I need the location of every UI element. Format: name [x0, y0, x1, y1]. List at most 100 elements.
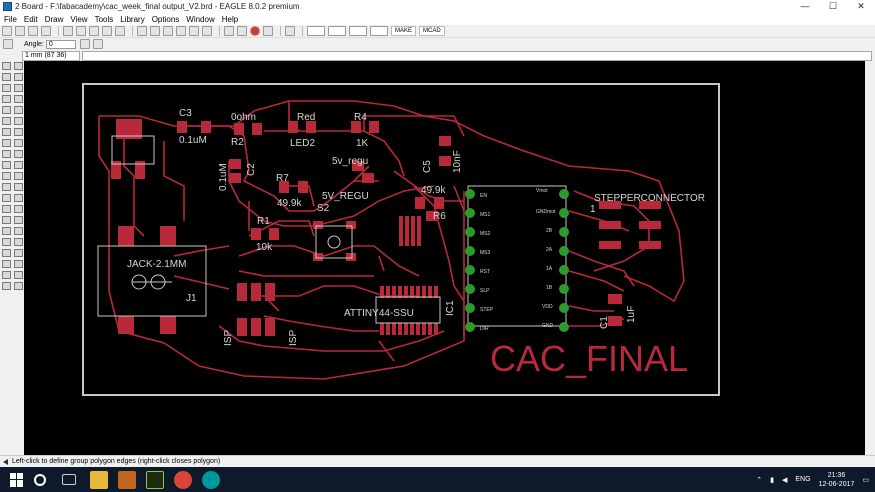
mcad-button[interactable]: MCAD	[419, 26, 445, 36]
board-icon[interactable]	[76, 26, 86, 36]
menu-draw[interactable]: Draw	[44, 14, 64, 24]
rotate-icon[interactable]	[2, 95, 11, 103]
ulp-icon[interactable]	[115, 26, 125, 36]
muse-icon[interactable]	[146, 470, 164, 489]
zoom-icon[interactable]	[14, 73, 23, 81]
signal-icon[interactable]	[14, 260, 23, 268]
layer-icon[interactable]	[89, 26, 99, 36]
file-explorer-icon[interactable]	[90, 470, 108, 489]
name-icon[interactable]	[2, 139, 11, 147]
lock-icon[interactable]	[14, 128, 23, 136]
search-icon[interactable]	[34, 473, 46, 486]
print-icon[interactable]	[28, 26, 38, 36]
mirror-tool-icon[interactable]	[14, 84, 23, 92]
split-icon[interactable]	[14, 150, 23, 158]
smd-icon[interactable]	[14, 271, 23, 279]
language-indicator[interactable]: ENG	[795, 476, 811, 483]
info-icon[interactable]	[2, 62, 11, 70]
layer-select-icon[interactable]	[3, 39, 13, 49]
angle-select[interactable]: 0	[45, 39, 76, 49]
change-icon[interactable]	[14, 117, 23, 125]
vertical-scrollbar[interactable]	[865, 61, 875, 455]
partner-logo-1-icon[interactable]	[307, 26, 325, 36]
zoom-fit-icon[interactable]	[137, 26, 147, 36]
hole-icon[interactable]	[14, 216, 23, 224]
menu-library[interactable]: Library	[120, 14, 145, 24]
eagle-taskbar-icon[interactable]	[118, 470, 136, 489]
zoom-select-icon[interactable]	[176, 26, 186, 36]
meander-icon[interactable]	[14, 161, 23, 169]
drc-icon[interactable]	[14, 249, 23, 257]
close-button[interactable]: ✕	[857, 1, 865, 11]
optimize-icon[interactable]	[2, 161, 11, 169]
erc-icon[interactable]	[2, 249, 11, 257]
partner-logo-4-icon[interactable]	[370, 26, 388, 36]
select-icon[interactable]	[2, 73, 11, 81]
show-icon[interactable]	[14, 62, 23, 70]
dimension-icon[interactable]	[14, 227, 23, 235]
maximize-button[interactable]: ☐	[828, 1, 838, 11]
menu-tools[interactable]: Tools	[94, 14, 114, 24]
volume-icon[interactable]: ◀	[782, 476, 788, 484]
show-hidden-icon[interactable]: ⌃	[756, 476, 763, 484]
paste-icon[interactable]	[2, 128, 11, 136]
value-icon[interactable]	[14, 139, 23, 147]
undo-icon[interactable]	[224, 26, 234, 36]
zoom-out-icon[interactable]	[163, 26, 173, 36]
windows-start-icon[interactable]	[10, 472, 24, 487]
menu-options[interactable]: Options	[151, 14, 180, 24]
menu-window[interactable]: Window	[186, 14, 215, 24]
help-icon[interactable]	[285, 26, 295, 36]
measure-icon[interactable]	[2, 282, 11, 290]
route-icon[interactable]	[2, 172, 11, 180]
script-icon[interactable]	[102, 26, 112, 36]
ripup-icon[interactable]	[14, 172, 23, 180]
polygon-icon[interactable]	[14, 205, 23, 213]
network-icon[interactable]: ▮	[770, 476, 774, 484]
menu-help[interactable]: Help	[221, 14, 239, 24]
wire-icon[interactable]	[2, 183, 11, 191]
via-icon[interactable]	[2, 216, 11, 224]
notifications-icon[interactable]: ▭	[862, 476, 869, 484]
partner-logo-2-icon[interactable]	[328, 26, 346, 36]
arc-icon[interactable]	[14, 194, 23, 202]
redraw-icon[interactable]	[189, 26, 199, 36]
schematic-icon[interactable]	[63, 26, 73, 36]
clock[interactable]: 21:36 12-06-2017	[819, 471, 855, 489]
zoom-in-icon[interactable]	[150, 26, 160, 36]
cam-icon[interactable]	[41, 26, 51, 36]
minimize-button[interactable]: —	[800, 1, 810, 11]
go-icon[interactable]	[263, 26, 273, 36]
open-icon[interactable]	[2, 26, 12, 36]
board-canvas[interactable]: C3 0.1uM 0ohm R2 Red LED2 R4 1K 5v_regu …	[24, 61, 865, 455]
delete-icon[interactable]	[14, 106, 23, 114]
make-button[interactable]: MAKE	[391, 26, 417, 36]
zoom-last-icon[interactable]	[202, 26, 212, 36]
chrome-icon[interactable]	[174, 470, 192, 489]
menu-view[interactable]: View	[70, 14, 88, 24]
partner-logo-3-icon[interactable]	[349, 26, 367, 36]
rect-icon[interactable]	[2, 205, 11, 213]
circle-icon[interactable]	[2, 194, 11, 202]
pad-icon[interactable]	[2, 271, 11, 279]
move-icon[interactable]	[2, 106, 11, 114]
auto-icon[interactable]	[14, 238, 23, 246]
smash-icon[interactable]	[2, 150, 11, 158]
command-line-input[interactable]	[82, 50, 872, 61]
pour-icon[interactable]	[92, 39, 103, 49]
attribute-icon[interactable]	[2, 227, 11, 235]
menu-file[interactable]: File	[4, 14, 17, 24]
ratsnest-icon[interactable]	[2, 238, 11, 246]
arduino-icon[interactable]	[202, 470, 220, 489]
stop-icon[interactable]	[250, 26, 260, 36]
mirror-icon[interactable]	[79, 39, 90, 49]
errors-icon[interactable]	[2, 260, 11, 268]
menu-edit[interactable]: Edit	[23, 14, 38, 24]
add-icon[interactable]	[2, 117, 11, 125]
package-icon[interactable]	[14, 282, 23, 290]
copy-icon[interactable]	[2, 84, 11, 92]
save-icon[interactable]	[15, 26, 25, 36]
redo-icon[interactable]	[237, 26, 247, 36]
text-icon[interactable]	[14, 183, 23, 191]
task-view-icon[interactable]	[62, 474, 76, 485]
